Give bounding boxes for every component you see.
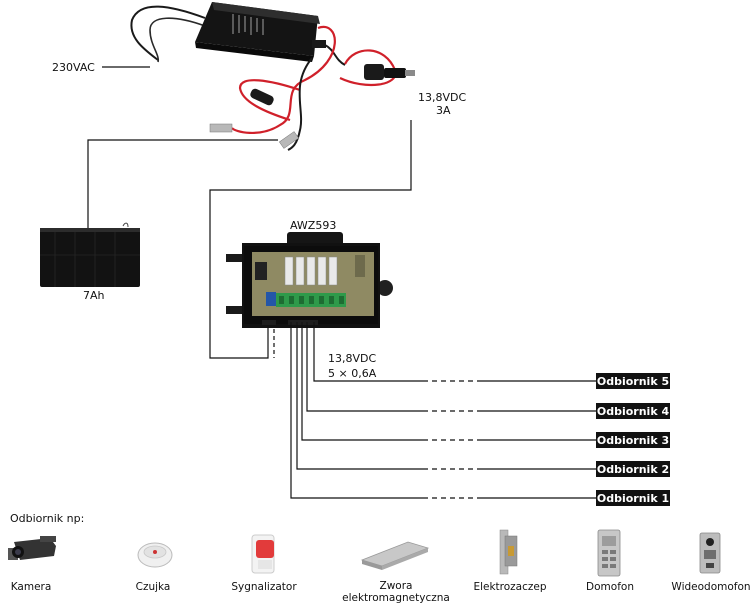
power-supply-adapter xyxy=(130,2,415,86)
receiver-label: Odbiornik 5 xyxy=(597,375,669,388)
receiver-box-5: Odbiornik 5 xyxy=(596,373,670,389)
battery-cables xyxy=(209,25,336,151)
receiver-box-4: Odbiornik 4 xyxy=(596,403,670,419)
battery xyxy=(40,222,140,287)
awz593-module xyxy=(226,232,393,328)
example-label-video-intercom: Wideodomofon xyxy=(671,581,750,593)
example-label-strike: Elektrozaczep xyxy=(473,581,546,593)
psu-output-voltage-label: 13,8VDC xyxy=(418,91,466,104)
receiver-box-1: Odbiornik 1 xyxy=(596,490,670,506)
example-label-detector: Czujka xyxy=(136,581,171,593)
magnetic-lock-icon xyxy=(360,541,430,570)
video-intercom-icon xyxy=(699,532,721,574)
smoke-detector-icon xyxy=(137,542,173,568)
spade-terminal-red xyxy=(209,123,233,133)
battery-wire xyxy=(87,139,278,228)
barrel-plug xyxy=(405,70,415,76)
receiver-box-3: Odbiornik 3 xyxy=(596,432,670,448)
example-label-maglock-2: elektromagnetyczna xyxy=(342,592,450,604)
outputs-voltage-label: 13,8VDC xyxy=(328,352,376,365)
electric-strike-icon xyxy=(499,529,518,575)
intercom-icon xyxy=(597,529,621,577)
receiver-label: Odbiornik 1 xyxy=(597,492,669,505)
examples-heading: Odbiornik np: xyxy=(10,512,84,525)
module-name-label: AWZ593 xyxy=(290,219,336,232)
camera-icon xyxy=(8,536,56,560)
receiver-label: Odbiornik 4 xyxy=(597,405,670,418)
output-wires-dashed xyxy=(423,380,480,499)
inline-fuse xyxy=(250,88,274,106)
example-label-siren: Sygnalizator xyxy=(231,581,297,593)
siren-icon xyxy=(251,534,275,574)
battery-capacity-label: 7Ah xyxy=(83,289,105,302)
dc-input-wire xyxy=(209,120,412,359)
spade-terminal-black xyxy=(278,131,300,149)
example-label-maglock-1: Zwora xyxy=(380,580,413,592)
outputs-current-label: 5 × 0,6A xyxy=(328,367,377,380)
example-label-camera: Kamera xyxy=(11,581,52,593)
output-wires xyxy=(290,322,423,499)
output-wires-end xyxy=(480,380,596,499)
receiver-box-2: Odbiornik 2 xyxy=(596,461,670,477)
receiver-label: Odbiornik 2 xyxy=(597,463,669,476)
receiver-label: Odbiornik 3 xyxy=(597,434,669,447)
mains-label: 230VAC xyxy=(52,61,95,74)
ferrite-core xyxy=(364,64,384,80)
example-label-intercom: Domofon xyxy=(586,581,634,593)
psu-output-current-label: 3A xyxy=(436,104,451,117)
